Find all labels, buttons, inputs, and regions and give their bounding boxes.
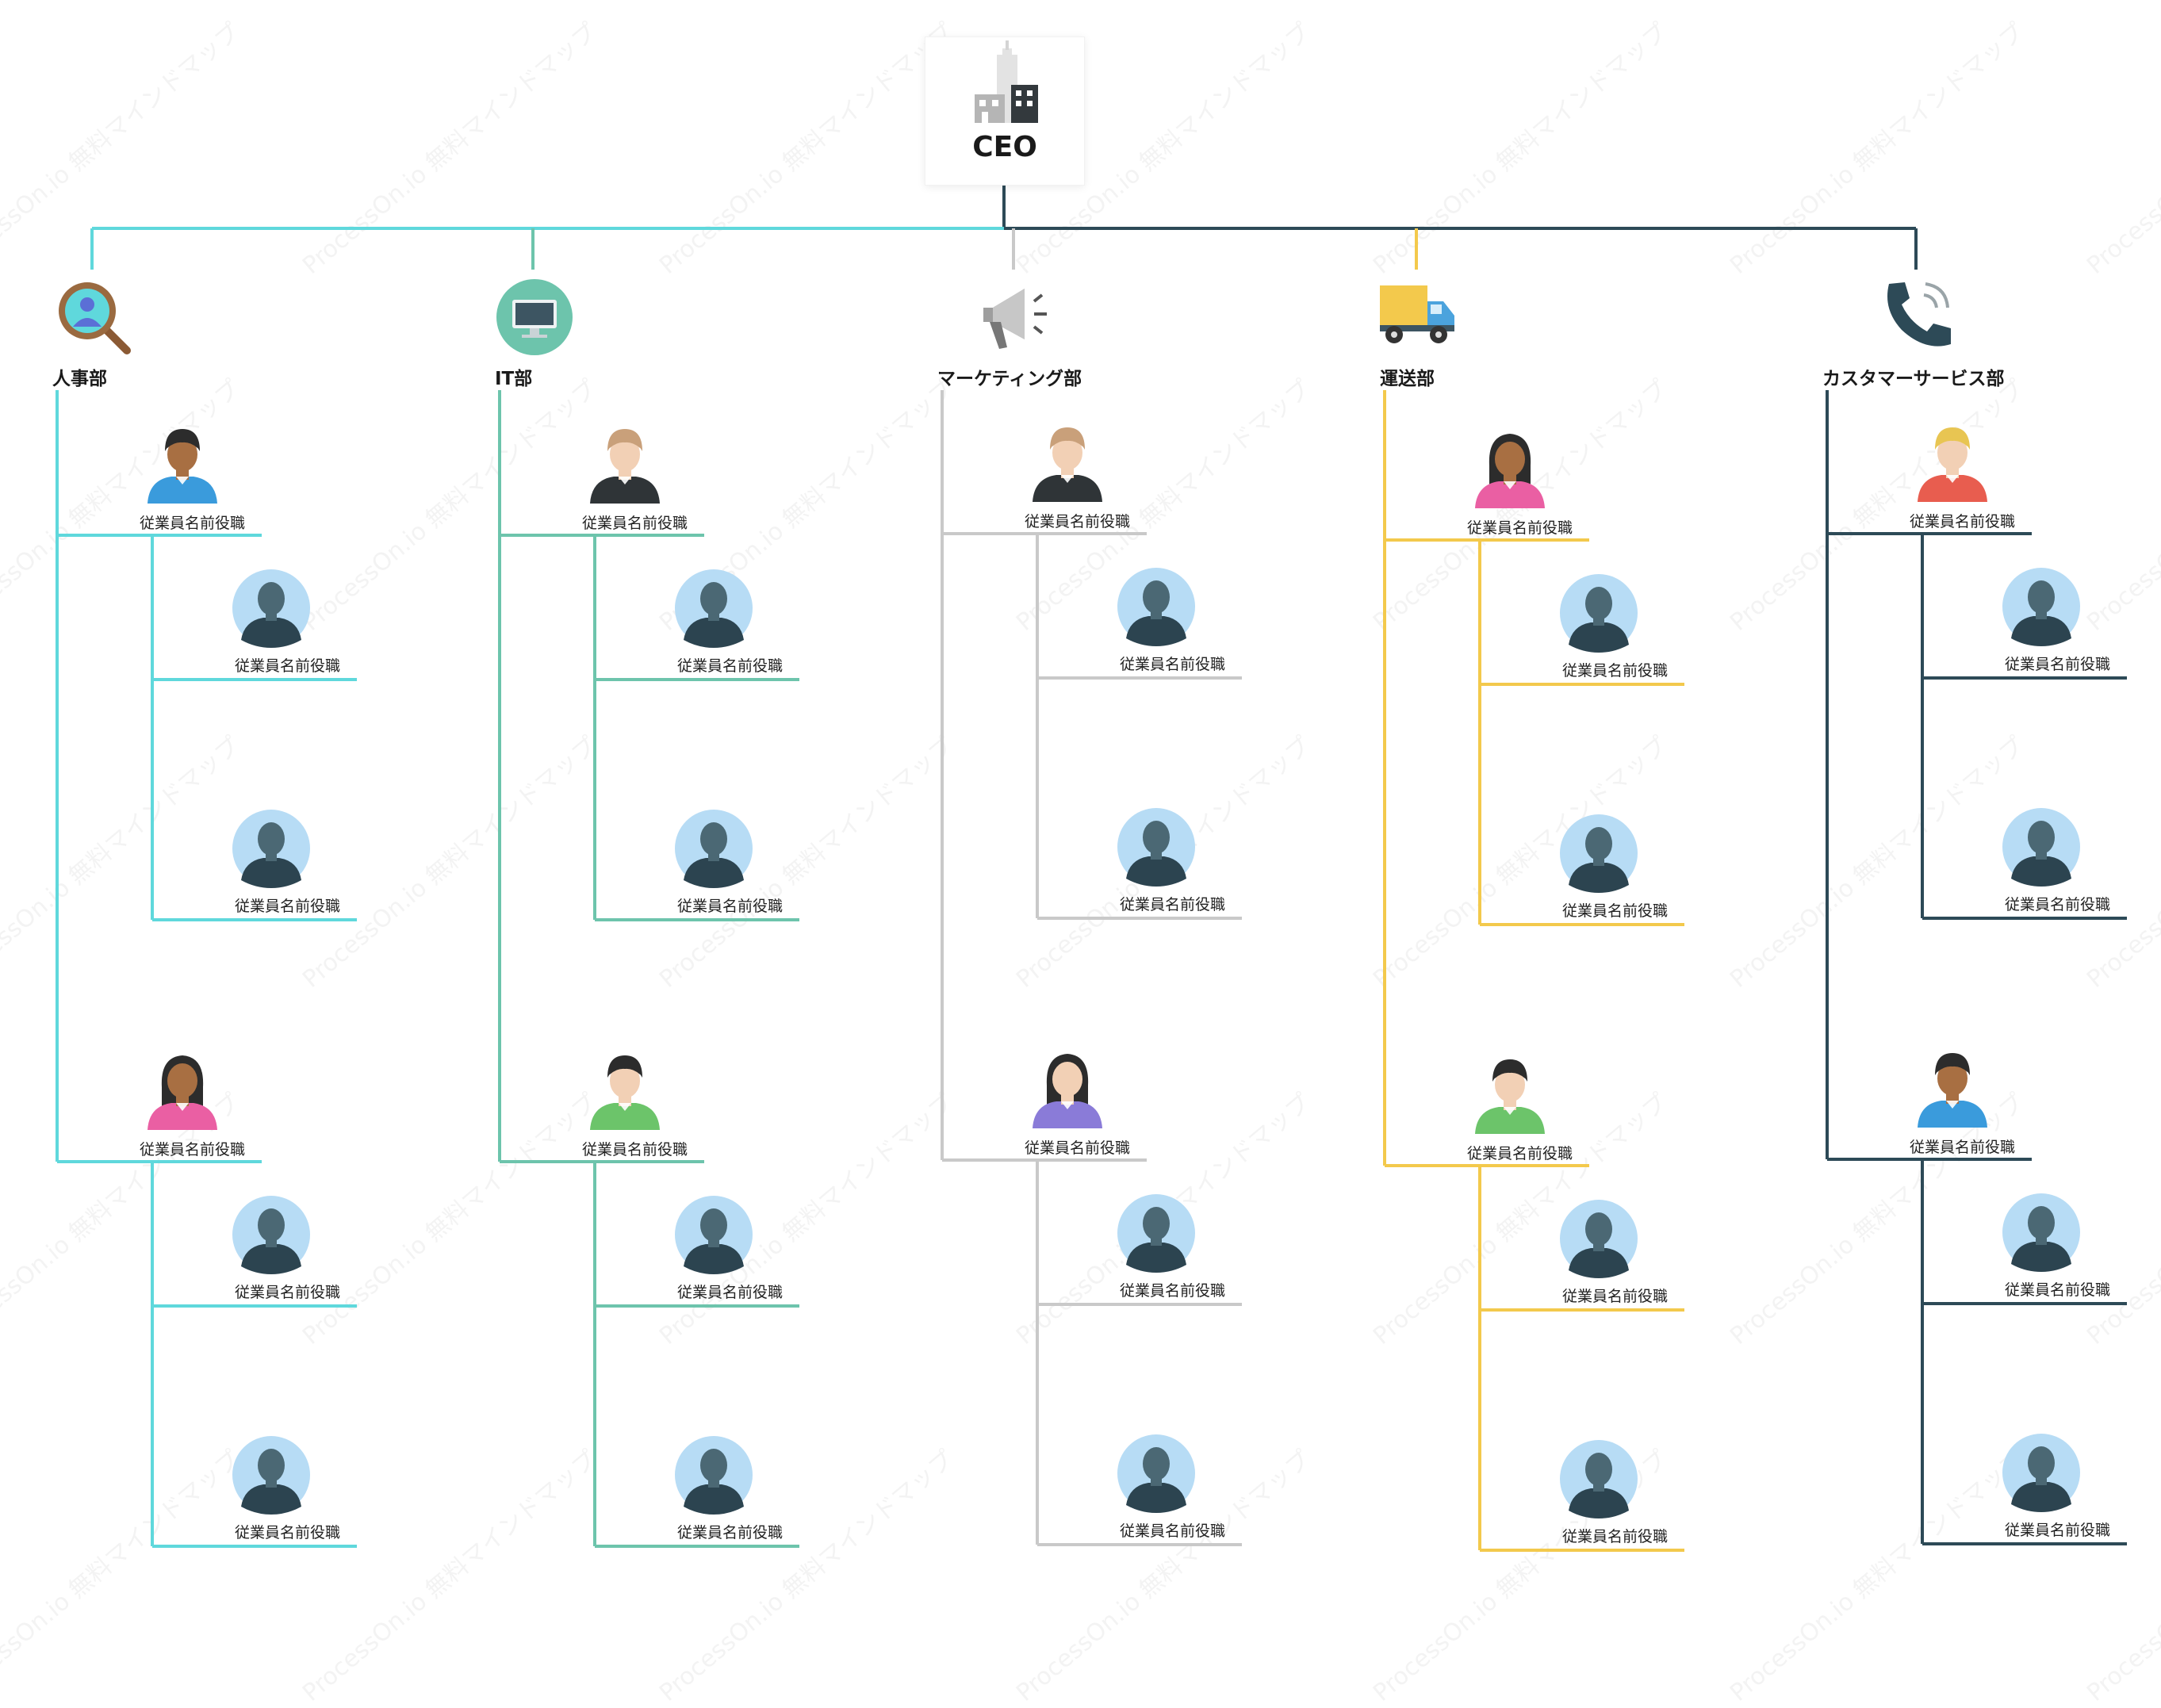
staff-label[interactable]: 従業員名前役職	[677, 657, 784, 675]
manager-label[interactable]: 従業員名前役職	[1467, 519, 1573, 537]
office-building-icon	[975, 40, 1038, 123]
megaphone-icon	[983, 289, 1047, 349]
employee-avatar-icon	[675, 1196, 753, 1274]
employee-avatar-icon	[1117, 1194, 1195, 1273]
employee-avatar-icon	[1560, 1440, 1638, 1518]
manager-label[interactable]: 従業員名前役職	[582, 1141, 688, 1158]
manager-label[interactable]: 従業員名前役職	[140, 1141, 246, 1158]
dept-label-marketing[interactable]: マーケティング部	[937, 369, 1082, 389]
staff-label[interactable]: 従業員名前役職	[2005, 1522, 2111, 1539]
manager-label[interactable]: 従業員名前役職	[1025, 513, 1131, 530]
magnifier-person-icon	[59, 282, 131, 354]
employee-avatar-icon	[232, 569, 310, 648]
manager-label[interactable]: 従業員名前役職	[582, 515, 688, 532]
man-light-black-shirt-icon	[590, 429, 660, 504]
staff-label[interactable]: 従業員名前役職	[2005, 896, 2111, 913]
employee-avatar-icon	[675, 1436, 753, 1515]
dept-label-it[interactable]: IT部	[495, 369, 533, 389]
staff-label[interactable]: 従業員名前役職	[235, 1284, 341, 1301]
staff-label[interactable]: 従業員名前役職	[1120, 1282, 1226, 1300]
staff-label[interactable]: 従業員名前役職	[2005, 656, 2111, 673]
staff-label[interactable]: 従業員名前役職	[2005, 1281, 2111, 1299]
staff-label[interactable]: 従業員名前役職	[235, 657, 341, 675]
employee-avatar-icon	[1117, 1434, 1195, 1513]
manager-label[interactable]: 従業員名前役職	[1467, 1145, 1573, 1162]
staff-label[interactable]: 従業員名前役職	[1562, 1528, 1669, 1545]
dept-label-logistics[interactable]: 運送部	[1380, 369, 1435, 389]
staff-label[interactable]: 従業員名前役職	[1120, 656, 1226, 673]
phone-icon	[1887, 282, 1951, 347]
woman-dark-pink-shirt-icon	[1475, 434, 1545, 508]
staff-label[interactable]: 従業員名前役職	[235, 898, 341, 915]
staff-label[interactable]: 従業員名前役職	[677, 898, 784, 915]
employee-avatar-icon	[675, 569, 753, 648]
staff-label[interactable]: 従業員名前役職	[1562, 662, 1669, 680]
manager-label[interactable]: 従業員名前役職	[1910, 513, 2016, 530]
manager-label[interactable]: 従業員名前役職	[140, 515, 246, 532]
woman-dark-pink-shirt-icon	[148, 1055, 217, 1130]
man-blonde-red-shirt-icon	[1918, 427, 1987, 502]
employee-avatar-icon	[1560, 814, 1638, 893]
man-light-green-shirt-icon	[590, 1055, 660, 1130]
staff-label[interactable]: 従業員名前役職	[677, 1524, 784, 1541]
dept-label-hr[interactable]: 人事部	[52, 369, 107, 389]
employee-avatar-icon	[1117, 808, 1195, 887]
staff-label[interactable]: 従業員名前役職	[1562, 1288, 1669, 1305]
employee-avatar-icon	[232, 1436, 310, 1515]
employee-avatar-icon	[1560, 1200, 1638, 1278]
staff-label[interactable]: 従業員名前役職	[1120, 896, 1226, 913]
staff-label[interactable]: 従業員名前役職	[677, 1284, 784, 1301]
employee-avatar-icon	[2002, 1193, 2080, 1272]
employee-avatar-icon	[2002, 568, 2080, 646]
ceo-title: CEO	[972, 131, 1037, 163]
monitor-icon	[496, 279, 573, 355]
woman-light-purple-shirt-icon	[1033, 1054, 1102, 1128]
employee-avatar-icon	[1117, 568, 1195, 646]
man-dark-blue-shirt-icon	[148, 429, 217, 504]
ceo-card[interactable]: CEO	[925, 36, 1085, 186]
man-dark-blue-shirt-icon	[1918, 1053, 1987, 1128]
staff-label[interactable]: 従業員名前役職	[235, 1524, 341, 1541]
man-light-black-shirt-icon	[1033, 427, 1102, 502]
employee-avatar-icon	[232, 1196, 310, 1274]
connector-lines	[56, 184, 2127, 1552]
dept-label-support[interactable]: カスタマーサービス部	[1822, 369, 2005, 389]
employee-avatar-icon	[1560, 574, 1638, 653]
manager-label[interactable]: 従業員名前役職	[1910, 1139, 2016, 1156]
employee-avatar-icon	[675, 810, 753, 888]
employee-avatar-icon	[232, 810, 310, 888]
manager-label[interactable]: 従業員名前役職	[1025, 1139, 1131, 1157]
employee-avatar-icon	[2002, 808, 2080, 887]
staff-label[interactable]: 従業員名前役職	[1120, 1522, 1226, 1540]
employee-avatar-icon	[2002, 1434, 2080, 1512]
staff-label[interactable]: 従業員名前役職	[1562, 902, 1669, 920]
delivery-truck-icon	[1380, 285, 1454, 343]
man-light-green-shirt-icon	[1475, 1059, 1545, 1134]
